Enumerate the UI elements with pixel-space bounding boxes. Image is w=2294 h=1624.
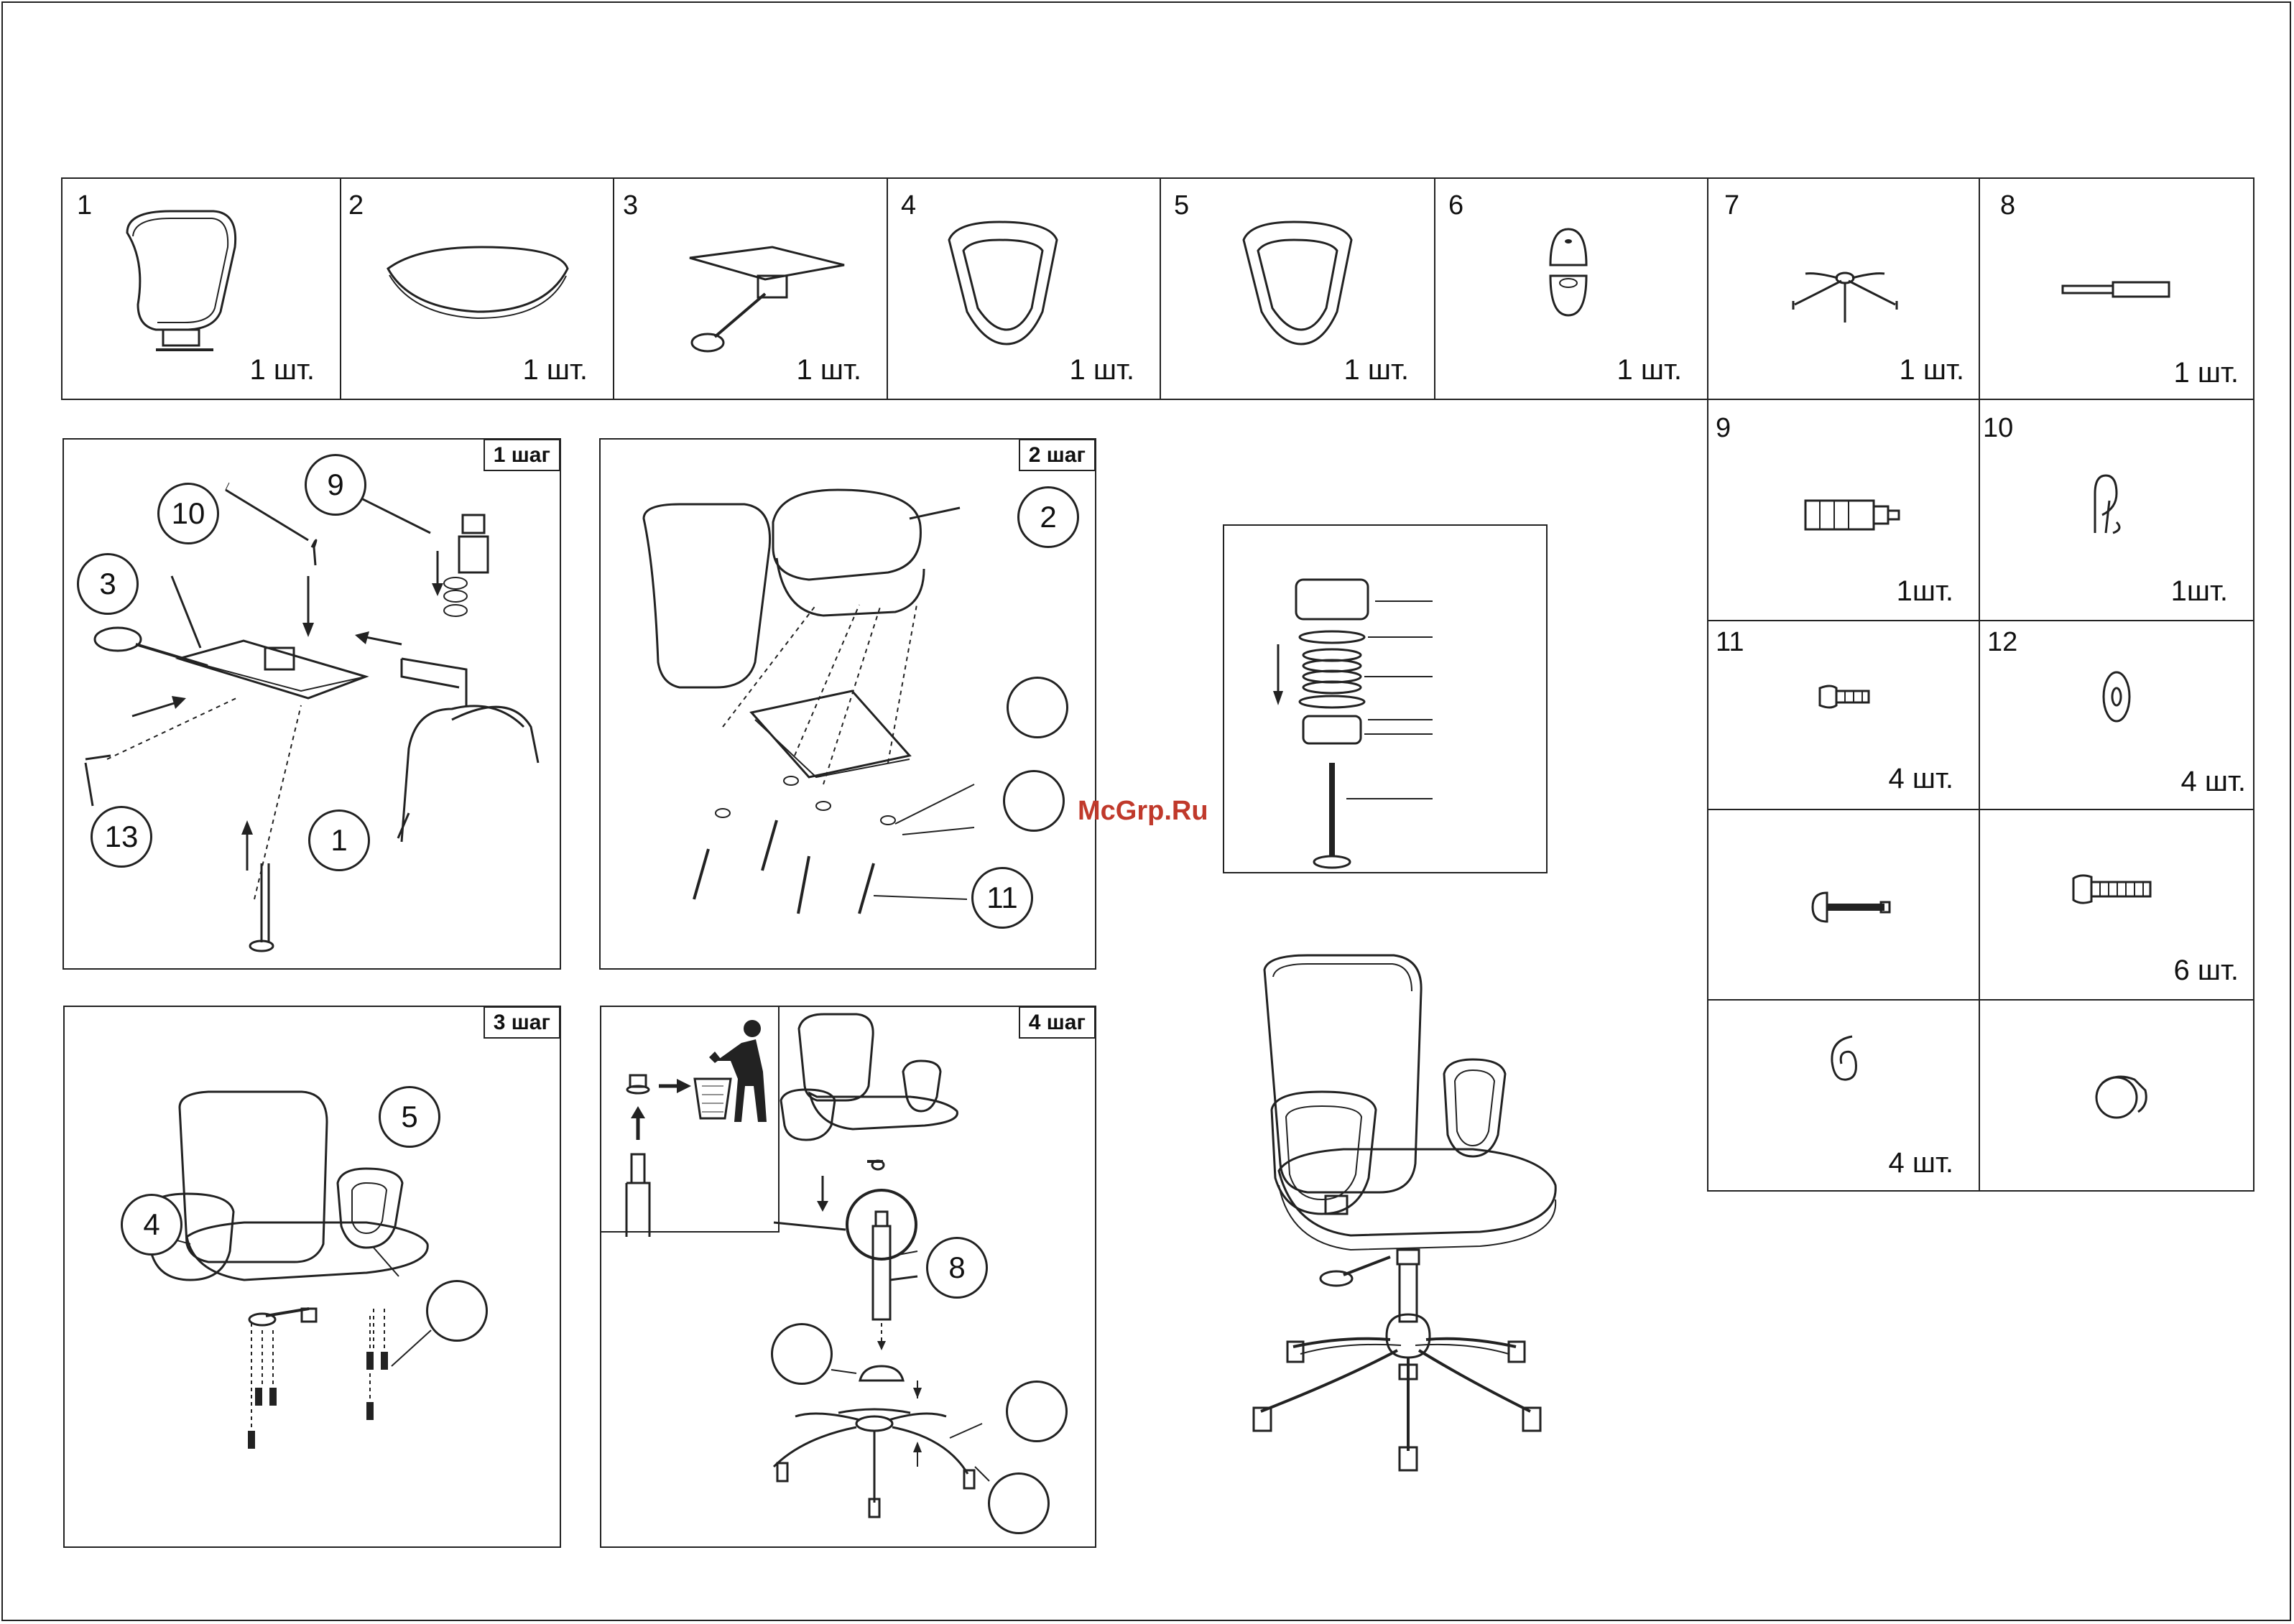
part-cell-4: 4 1 шт. bbox=[887, 177, 1161, 400]
part-cell-caster bbox=[1979, 999, 2254, 1192]
part-qty: 1шт. bbox=[1897, 577, 1953, 605]
hex-bolt-icon bbox=[2070, 871, 2156, 907]
part-qty: 1 шт. bbox=[1344, 356, 1409, 384]
callout-blank bbox=[426, 1280, 488, 1342]
callout-4: 4 bbox=[121, 1194, 182, 1256]
part-cell-6: 6 1 шт. bbox=[1434, 177, 1708, 400]
part-cell-2: 2 1 шт. bbox=[340, 177, 614, 400]
callout-9: 9 bbox=[305, 454, 366, 516]
star-base-icon bbox=[1787, 258, 1902, 330]
callout-blank bbox=[771, 1323, 833, 1385]
callout-5: 5 bbox=[379, 1086, 440, 1148]
headrest-backrest-icon bbox=[106, 204, 249, 369]
short-bolt-icon bbox=[1816, 682, 1874, 711]
part-cell-7: 7 1 шт. bbox=[1707, 177, 1980, 400]
part-number: 1 bbox=[77, 192, 92, 219]
part-qty: 4 шт. bbox=[2181, 767, 2246, 796]
callout-blank bbox=[988, 1472, 1050, 1534]
assembled-chair-illustration bbox=[1236, 948, 1573, 1483]
washer-icon bbox=[2099, 668, 2135, 725]
part-cell-8: 8 1 шт. bbox=[1979, 177, 2254, 400]
part-cell-screw bbox=[1707, 809, 1980, 1001]
part-qty: 1 шт. bbox=[2174, 358, 2239, 387]
knob-bolt-icon bbox=[1802, 493, 1902, 537]
callout-8: 8 bbox=[926, 1237, 988, 1299]
part-number: 12 bbox=[1987, 628, 2017, 656]
callout-blank bbox=[1006, 1381, 1068, 1442]
part-qty: 1 шт. bbox=[797, 356, 861, 384]
gas-lift-detail-panel bbox=[1223, 524, 1548, 873]
part-number: 3 bbox=[623, 192, 638, 219]
step-2-panel: 2 шаг 2 11 bbox=[599, 438, 1096, 970]
part-qty: 1 шт. bbox=[250, 356, 315, 384]
part-cell-12: 12 4 шт. bbox=[1979, 620, 2254, 810]
step-3-panel: 3 шаг 5 4 bbox=[63, 1006, 561, 1548]
step-4-panel: 4 шаг bbox=[600, 1006, 1096, 1548]
spring-washer-icon bbox=[1823, 1029, 1867, 1087]
seat-mechanism-icon bbox=[686, 243, 844, 358]
callout-blank bbox=[1007, 677, 1068, 738]
part-number: 9 bbox=[1716, 414, 1731, 442]
gas-lift-detail-illustration bbox=[1224, 526, 1548, 874]
part-number: 5 bbox=[1174, 192, 1189, 219]
watermark: McGrp.Ru bbox=[1078, 796, 1208, 827]
gas-lift-cover-icon bbox=[1543, 226, 1594, 319]
part-cell-3: 3 1 шт. bbox=[613, 177, 888, 400]
callout-3: 3 bbox=[77, 553, 139, 615]
callout-13: 13 bbox=[91, 806, 152, 868]
caster-wheel-icon bbox=[2091, 1069, 2156, 1126]
part-cell-9: 9 1шт. bbox=[1707, 399, 1980, 621]
armrest-left-icon bbox=[942, 218, 1064, 348]
seat-cushion-icon bbox=[381, 243, 575, 323]
long-screw-icon bbox=[1809, 889, 1895, 925]
part-number: 2 bbox=[348, 192, 364, 219]
part-cell-5: 5 1 шт. bbox=[1160, 177, 1435, 400]
callout-1: 1 bbox=[308, 809, 370, 871]
step-1-illustration bbox=[64, 440, 560, 968]
armrest-right-icon bbox=[1236, 218, 1359, 348]
callout-2: 2 bbox=[1017, 486, 1079, 548]
part-cell-hexbolt: 6 шт. bbox=[1979, 809, 2254, 1001]
part-qty: 1 шт. bbox=[1070, 356, 1134, 384]
step-4-illustration bbox=[601, 1007, 1097, 1546]
step-1-panel: 1 шаг bbox=[63, 438, 561, 970]
callout-blank bbox=[1003, 770, 1065, 832]
part-cell-1: 1 1 шт. bbox=[61, 177, 341, 400]
part-qty: 1шт. bbox=[2171, 577, 2228, 605]
part-number: 11 bbox=[1716, 628, 1744, 656]
part-qty: 1 шт. bbox=[523, 356, 588, 384]
part-qty: 1 шт. bbox=[1617, 356, 1682, 384]
part-cell-11: 11 4 шт. bbox=[1707, 620, 1980, 810]
part-qty: 4 шт. bbox=[1889, 764, 1953, 793]
part-qty: 6 шт. bbox=[2174, 956, 2239, 985]
step-3-illustration bbox=[65, 1007, 560, 1546]
part-number: 4 bbox=[901, 192, 916, 219]
part-number: 8 bbox=[2000, 192, 2015, 219]
gas-lift-icon bbox=[2059, 279, 2174, 301]
clip-pin-icon bbox=[2081, 472, 2131, 537]
part-number: 6 bbox=[1448, 192, 1463, 219]
part-number: 7 bbox=[1724, 192, 1739, 219]
callout-11: 11 bbox=[971, 867, 1033, 929]
part-cell-springwasher: 4 шт. bbox=[1707, 999, 1980, 1192]
part-qty: 1 шт. bbox=[1900, 356, 1964, 384]
part-cell-10: 10 1шт. bbox=[1979, 399, 2254, 621]
part-qty: 4 шт. bbox=[1889, 1149, 1953, 1177]
part-number: 10 bbox=[1983, 414, 2013, 442]
callout-10: 10 bbox=[157, 483, 219, 544]
